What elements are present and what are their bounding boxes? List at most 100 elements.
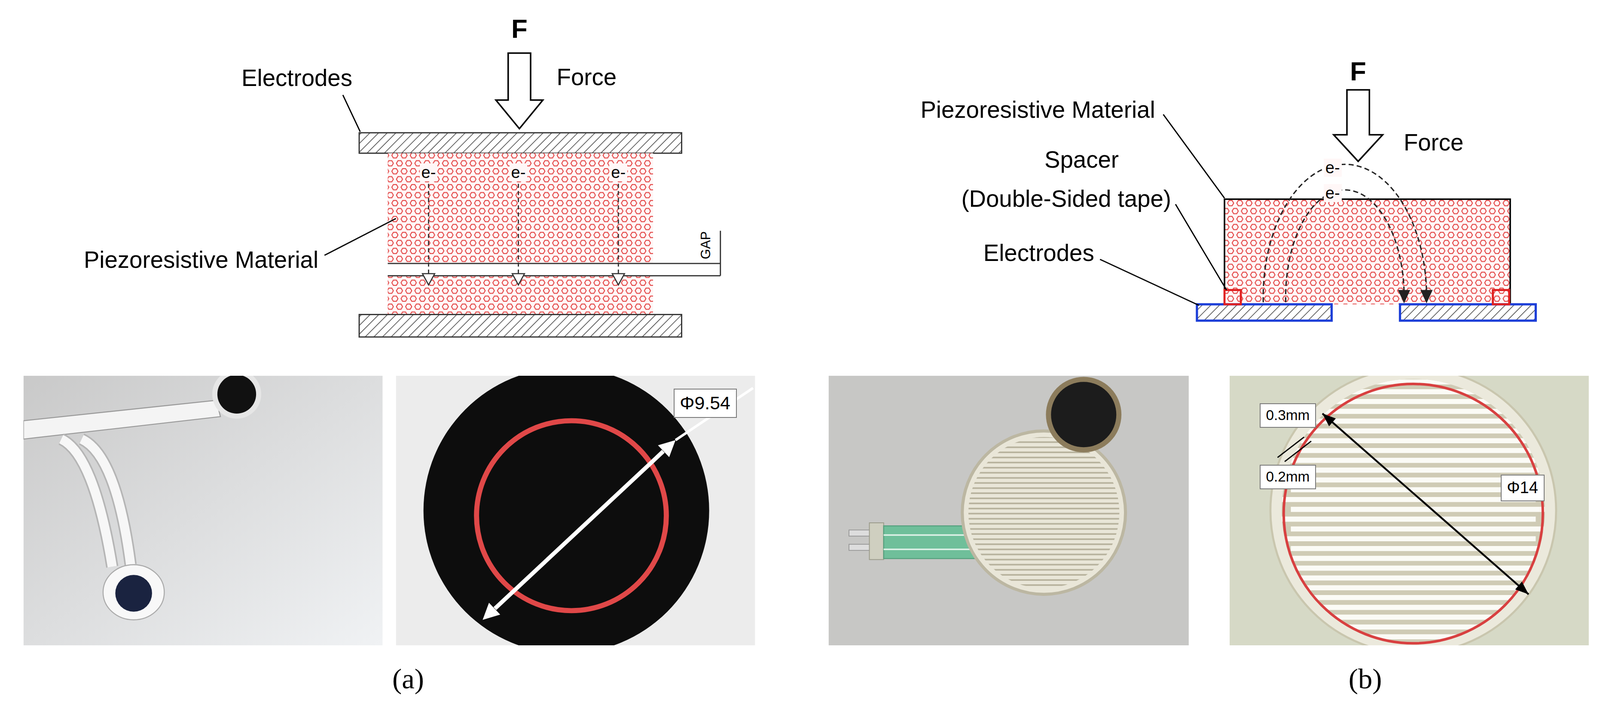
current-arrowhead [422, 273, 435, 285]
electrode-finger [959, 543, 1129, 545]
dimension-arrowhead [1515, 581, 1529, 594]
leader-line [1163, 114, 1225, 199]
force-label: Force [1403, 131, 1464, 155]
leader-line [342, 94, 361, 132]
part-label: Piezoresistive Material [920, 98, 1155, 123]
electrode-finger [959, 558, 1129, 561]
dimension-text: 0.2mm [1265, 468, 1310, 485]
electrode-finger [959, 568, 1129, 571]
electrode-finger [1275, 516, 1536, 522]
dimension-box: Φ9.54 [673, 388, 737, 418]
dimension-arrowhead [482, 602, 501, 620]
sensor-tail [81, 438, 131, 565]
electrode-finger [959, 583, 1129, 586]
dimension-tick [1277, 436, 1305, 458]
electrode-finger [1275, 535, 1536, 541]
electrode-finger [959, 497, 1129, 499]
electrode-finger [959, 537, 1129, 540]
spacer [1493, 290, 1510, 305]
part-label: Electrodes [983, 241, 1095, 266]
sensor-tail [81, 438, 131, 565]
part-label: Piezoresistive Material [83, 248, 319, 272]
electrode-finger [1290, 447, 1552, 453]
electrode-finger [1290, 467, 1552, 473]
sensing-area [217, 375, 257, 414]
part-label: Spacer [1044, 148, 1119, 172]
gap-marker [387, 230, 721, 276]
sensor-photo [23, 375, 383, 645]
electrode-finger [959, 532, 1129, 535]
electrode [1196, 304, 1332, 321]
dimension-box: Φ14 [1500, 474, 1545, 501]
current-arrowhead [612, 273, 625, 285]
electrode-finger [959, 563, 1129, 566]
current-path [1263, 164, 1427, 303]
sensor-pad [103, 564, 165, 620]
electron-label: e- [1323, 183, 1342, 202]
force-arrow [1333, 89, 1383, 162]
current-arrowhead [1398, 290, 1411, 304]
electrode-finger [1275, 574, 1536, 581]
panel-caption: (a) [392, 664, 425, 694]
electrode-finger [1290, 525, 1552, 532]
electrode-finger [1290, 623, 1552, 630]
current-arrowhead [1420, 290, 1433, 304]
electrode-finger [1275, 496, 1536, 502]
force-symbol: F [511, 15, 528, 43]
sensing-area [423, 375, 710, 645]
electrode-plate [359, 132, 682, 154]
sensing-area [115, 574, 153, 612]
electrode [1400, 304, 1536, 321]
spacer [1224, 290, 1241, 305]
electrode-finger [959, 573, 1129, 576]
part-label: Electrodes [241, 66, 353, 91]
sensing-layer [1050, 381, 1117, 447]
electrode-finger [959, 507, 1129, 510]
sensor-tail [23, 400, 221, 439]
force-label: Force [556, 65, 617, 90]
gap-label: GAP [699, 230, 713, 259]
photo-ground [828, 375, 1189, 645]
sensor-photo [828, 375, 1189, 645]
electrode-finger [959, 471, 1129, 474]
active-area-outline [476, 420, 667, 611]
electrode-finger [959, 466, 1129, 469]
electrode-finger [959, 527, 1129, 530]
dimension-arrowhead [1322, 413, 1336, 426]
electrode-finger [959, 502, 1129, 504]
dimension-arrowhead [657, 439, 676, 458]
current-path [517, 183, 520, 274]
electrode-finger [1275, 437, 1536, 443]
electrode-finger [959, 451, 1129, 453]
leader-line [1099, 259, 1199, 306]
electron-label: e- [509, 163, 528, 182]
trace [883, 548, 976, 550]
electrode-plate [359, 314, 682, 337]
electrode-finger [1290, 604, 1552, 610]
electrode-finger [959, 486, 1129, 489]
electron-label: e- [419, 163, 438, 182]
electrode-finger [959, 461, 1129, 464]
electrode-finger [959, 578, 1129, 581]
connector-clip [869, 522, 884, 560]
dimension-text: Φ14 [1506, 478, 1539, 498]
electrode-finger [959, 522, 1129, 525]
electrode-finger [959, 512, 1129, 515]
electron-label: e- [609, 163, 628, 182]
current-path [1285, 189, 1405, 303]
electrode-finger [1290, 506, 1552, 512]
electron-label: e- [1323, 158, 1342, 177]
piezoresistive-layer [387, 152, 654, 264]
active-area-outline [1283, 383, 1543, 643]
current-path [617, 183, 620, 274]
electrode-finger [1275, 555, 1536, 561]
electrode-finger [1275, 457, 1536, 463]
dimension-arrow [494, 451, 664, 609]
dimension-box: 0.3mm [1259, 403, 1317, 428]
dimension-text: Φ9.54 [679, 392, 730, 414]
dimension-tick [1284, 440, 1312, 462]
leader-line [1175, 204, 1227, 291]
